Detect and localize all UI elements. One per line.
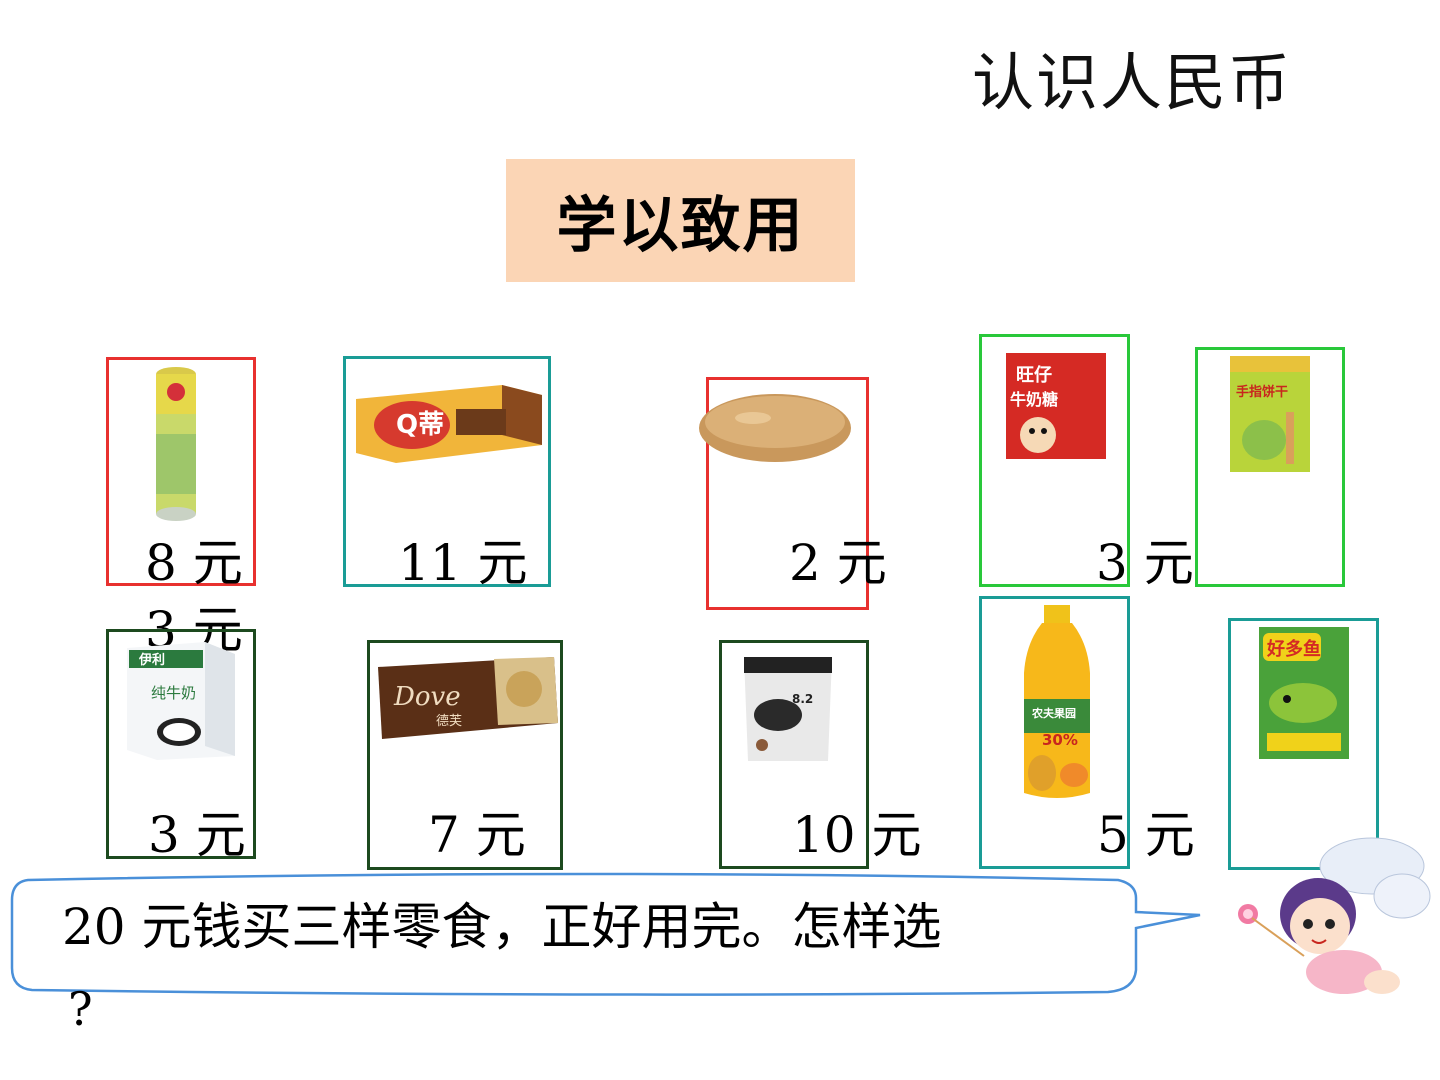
bread-image (699, 394, 851, 462)
price-bread: 2 元 (789, 534, 887, 592)
juice-name: 农夫果园 (1031, 706, 1076, 720)
product-card-dove[interactable]: Dove 德芙 (367, 640, 563, 870)
milk-name: 纯牛奶 (151, 684, 196, 702)
candy-brand: 旺仔 (1016, 364, 1052, 386)
milk-carton-image: 伊利 纯牛奶 (127, 642, 235, 760)
product-card-haoduoyu[interactable]: 好多鱼 (1228, 618, 1379, 870)
qdi-box-image: Q蒂 (356, 385, 542, 463)
price-milk: 3 元 (148, 806, 246, 864)
dove-bar-image: Dove 德芙 (378, 657, 558, 739)
fairy-character-image (1238, 837, 1431, 994)
price-candy-biscuit: 3 元 (1096, 534, 1194, 592)
dove-cn: 德芙 (436, 714, 462, 729)
section-banner: 学以致用 (506, 159, 855, 282)
product-card-juice[interactable]: 农夫果园 30% (979, 596, 1130, 869)
product-card-biscuit[interactable]: 手指饼干 (1195, 347, 1345, 587)
svg-text:8.2: 8.2 (792, 692, 813, 706)
page-title: 认识人民币 (972, 46, 1293, 119)
product-card-powder[interactable]: 8.2 (719, 640, 869, 869)
juice-bottle-image: 农夫果园 30% (1024, 605, 1090, 798)
powder-bag-image: 8.2 (744, 657, 832, 761)
product-card-candy[interactable]: 旺仔 牛奶糖 (979, 334, 1130, 587)
banner-label: 学以致用 (556, 191, 805, 261)
candy-bag-image: 旺仔 牛奶糖 (1006, 353, 1106, 459)
product-card-chips[interactable] (106, 357, 256, 586)
price-qdi: 11 元 (398, 534, 528, 592)
price-juice: 5 元 (1097, 806, 1195, 864)
biscuit-name: 手指饼干 (1236, 384, 1288, 400)
juice-pct: 30% (1042, 731, 1078, 749)
bubble-question-mark: ? (68, 982, 93, 1036)
product-card-milk[interactable]: 伊利 纯牛奶 (106, 629, 256, 859)
price-powder: 10 元 (792, 806, 922, 864)
product-card-qdi[interactable]: Q蒂 (343, 356, 551, 587)
speech-bubble (10, 872, 1201, 996)
milk-brand: 伊利 (138, 652, 165, 668)
haoduoyu-box-image: 好多鱼 (1259, 627, 1349, 759)
candy-name: 牛奶糖 (1010, 390, 1058, 409)
bubble-text: 20 元钱买三样零食，正好用完。怎样选 (62, 898, 942, 956)
qdi-brand: Q蒂 (396, 410, 444, 440)
dove-brand: Dove (393, 682, 461, 712)
product-card-bread[interactable] (699, 377, 869, 610)
price-dove: 7 元 (428, 806, 526, 864)
biscuit-bag-image: 手指饼干 (1230, 356, 1310, 472)
chips-can-image (156, 367, 196, 521)
price-chips: 8 元 (145, 534, 243, 592)
haoduoyu-name: 好多鱼 (1266, 638, 1321, 660)
